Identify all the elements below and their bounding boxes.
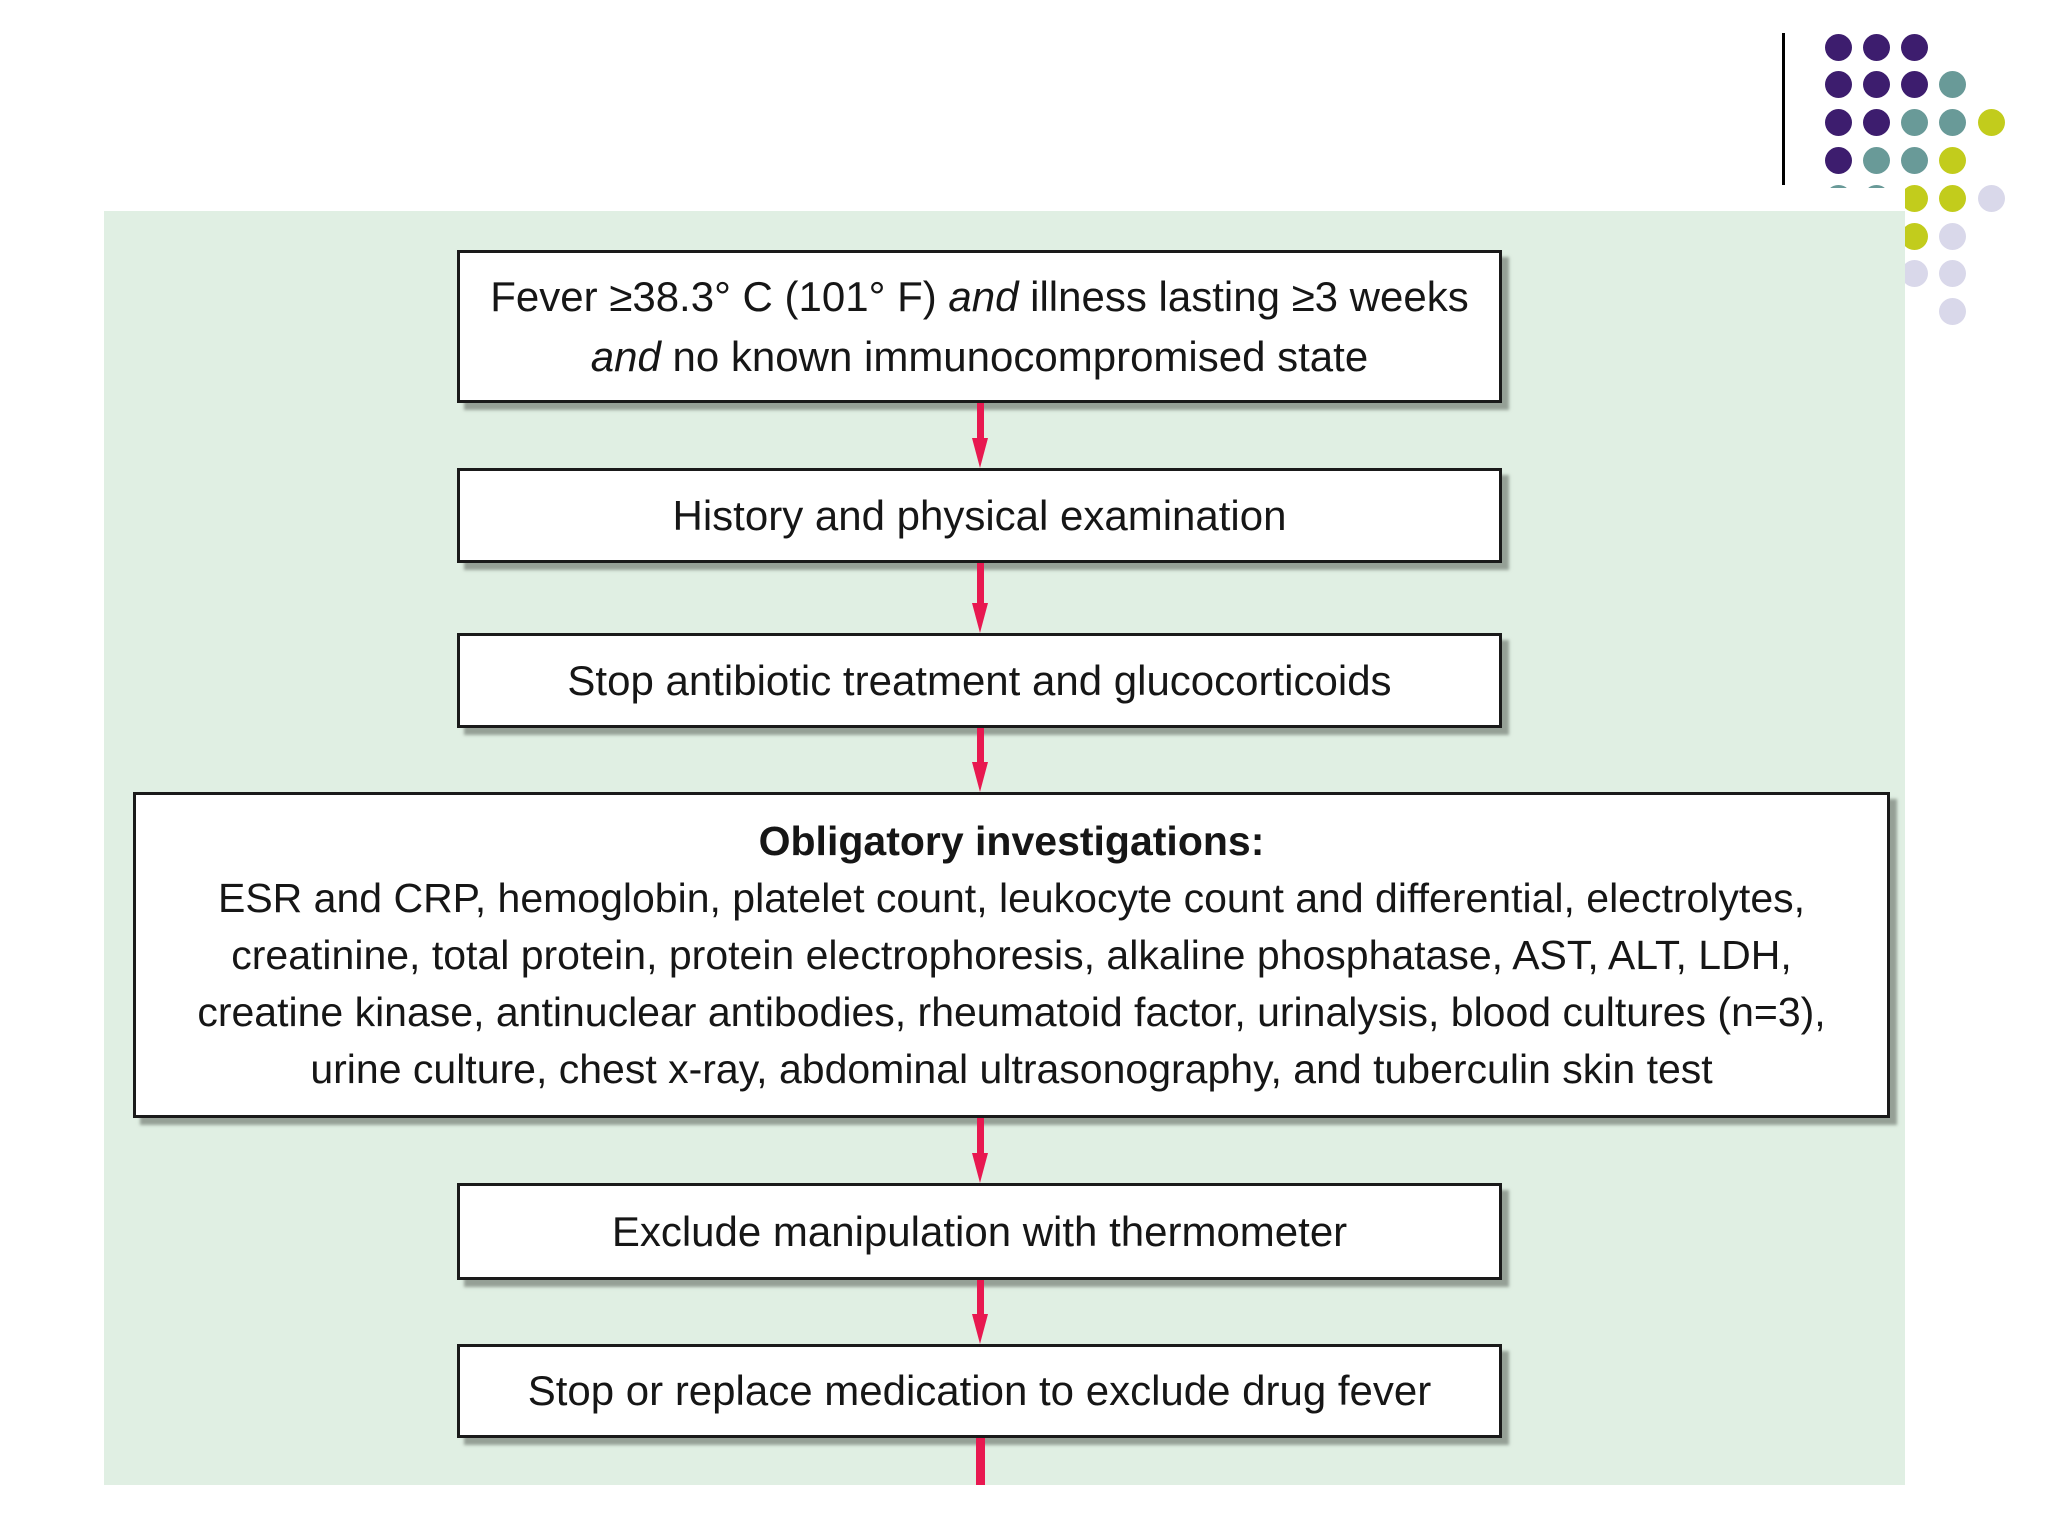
flow-box-fever-criteria: Fever ≥38.3° C (101° F) and illness last… bbox=[457, 250, 1502, 403]
arrow-shaft bbox=[976, 403, 984, 438]
dot-icon bbox=[1901, 33, 1929, 61]
arrow-head-icon bbox=[972, 1314, 988, 1344]
box-text-line: creatinine, total protein, protein elect… bbox=[231, 931, 1792, 978]
text-segment: illness lasting ≥3 weeks bbox=[1018, 272, 1469, 320]
flow-box-obligatory-investigations: Obligatory investigations: ESR and CRP, … bbox=[133, 792, 1890, 1118]
arrow-shaft bbox=[976, 1280, 984, 1314]
dot-icon bbox=[1939, 260, 1967, 288]
flowchart-figure: Fever ≥38.3° C (101° F) and illness last… bbox=[104, 188, 1905, 1485]
box-text-line: History and physical examination bbox=[672, 491, 1287, 539]
dot-icon bbox=[1862, 146, 1890, 174]
dot-icon bbox=[1977, 184, 2005, 212]
text-segment-italic: and bbox=[948, 272, 1019, 320]
box-text-line: Stop antibiotic treatment and glucocorti… bbox=[567, 656, 1392, 704]
dot-icon bbox=[1901, 260, 1929, 288]
dot-icon bbox=[1939, 146, 1967, 174]
dot-icon bbox=[1901, 184, 1929, 212]
dot-icon bbox=[1862, 71, 1890, 99]
dot-icon bbox=[1939, 184, 1967, 212]
text-segment-italic: and bbox=[590, 332, 661, 380]
dot-icon bbox=[1939, 298, 1967, 326]
flow-box-exclude-thermometer-manipulation: Exclude manipulation with thermometer bbox=[457, 1183, 1502, 1280]
box-title: Obligatory investigations: bbox=[758, 817, 1265, 864]
arrow-head-icon bbox=[972, 1153, 988, 1183]
arrow-head-icon bbox=[972, 762, 988, 792]
box-text-line: creatine kinase, antinuclear antibodies,… bbox=[197, 988, 1826, 1035]
dot-icon bbox=[1977, 109, 2005, 137]
flow-arrow-down bbox=[972, 1118, 988, 1183]
text-segment: Fever ≥38.3° C (101° F) bbox=[490, 272, 949, 320]
arrow-shaft bbox=[976, 563, 984, 603]
dot-icon bbox=[1939, 71, 1967, 99]
dot-icon bbox=[1824, 71, 1852, 99]
flow-box-history-exam: History and physical examination bbox=[457, 468, 1502, 563]
dot-icon bbox=[1901, 109, 1929, 137]
dot-icon bbox=[1901, 222, 1929, 250]
box-text-line: Fever ≥38.3° C (101° F) and illness last… bbox=[490, 267, 1468, 327]
flow-arrow-down bbox=[972, 1280, 988, 1344]
flow-arrow-down bbox=[972, 563, 988, 633]
arrow-shaft bbox=[976, 1118, 984, 1153]
flow-arrow-tail-cutoff bbox=[976, 1438, 985, 1485]
dot-icon bbox=[1824, 33, 1852, 61]
dot-icon bbox=[1901, 146, 1929, 174]
text-segment: no known immunocompromised state bbox=[660, 332, 1369, 380]
box-text-line: ESR and CRP, hemoglobin, platelet count,… bbox=[217, 874, 1806, 921]
dot-icon bbox=[1824, 146, 1852, 174]
dot-icon bbox=[1824, 109, 1852, 137]
vertical-divider-line bbox=[1782, 33, 1785, 185]
flow-box-stop-medication-drug-fever: Stop or replace medication to exclude dr… bbox=[457, 1344, 1502, 1438]
arrow-shaft bbox=[976, 728, 984, 762]
flow-arrow-down bbox=[972, 728, 988, 792]
flow-arrow-down bbox=[972, 403, 988, 468]
box-text-line: Exclude manipulation with thermometer bbox=[611, 1207, 1348, 1255]
box-text-line: Stop or replace medication to exclude dr… bbox=[527, 1367, 1432, 1414]
box-text-line: and no known immunocompromised state bbox=[591, 327, 1368, 387]
dot-icon bbox=[1862, 33, 1890, 61]
dot-icon bbox=[1862, 109, 1890, 137]
flow-box-stop-antibiotics: Stop antibiotic treatment and glucocorti… bbox=[457, 633, 1502, 728]
dot-icon bbox=[1939, 109, 1967, 137]
dot-icon bbox=[1901, 71, 1929, 99]
arrow-head-icon bbox=[972, 603, 988, 633]
box-text-line: urine culture, chest x-ray, abdominal ul… bbox=[310, 1045, 1713, 1092]
dot-icon bbox=[1939, 222, 1967, 250]
arrow-head-icon bbox=[972, 438, 988, 468]
